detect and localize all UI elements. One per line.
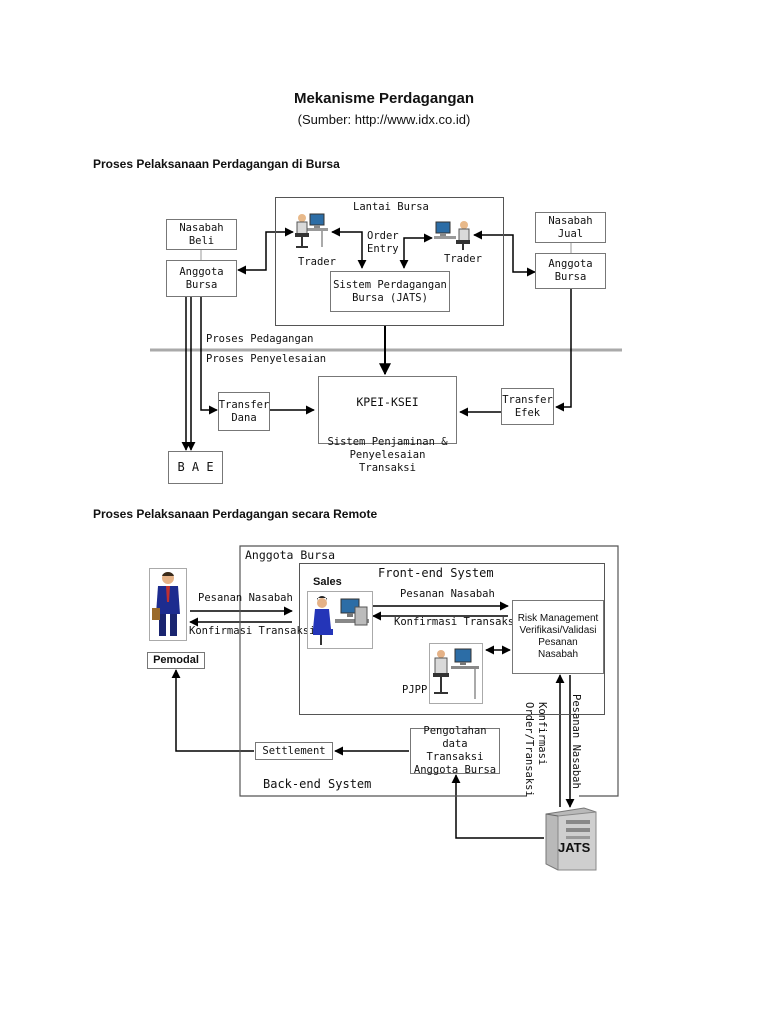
jats-label: JATS (558, 840, 591, 855)
businessman-icon (149, 568, 187, 641)
trader-at-computer-icon (434, 221, 470, 250)
konfirmasi-transaksi-label-2: Konfirmasi Transaksi (394, 616, 521, 628)
order-entry-label: Order Entry (367, 230, 399, 255)
front-end-label: Front-end System (378, 566, 494, 580)
transfer-efek-box: Transfer Efek (501, 388, 554, 425)
risk-management-box: Risk Management Verifikasi/Validasi Pesa… (512, 600, 604, 674)
section1-heading: Proses Pelaksanaan Perdagangan di Bursa (93, 157, 340, 171)
anggota-bursa-frame (239, 545, 619, 797)
pengolahan-box: Pengolahan data Transaksi Anggota Bursa (410, 725, 500, 776)
trader-left-label: Trader (298, 256, 336, 268)
page-title: Mekanisme Perdagangan (293, 90, 475, 107)
pjpp-frame (429, 643, 483, 704)
trader-right-label: Trader (444, 253, 482, 265)
pesanan-nasabah-label-2: Pesanan Nasabah (400, 588, 495, 600)
kpei-ksei-box: KPEI-KSEI Sistem Penjaminan & Penyelesai… (318, 376, 457, 474)
konfirmasi-transaksi-label-1: Konfirmasi Transaksi (189, 625, 316, 637)
pesanan-nasabah-vertical-label: Pesanan Nasabah (570, 694, 582, 789)
section2-heading: Proses Pelaksanaan Perdagangan secara Re… (93, 507, 378, 521)
sales-person-icon (313, 596, 369, 645)
proses-penyelesaian-label: Proses Penyelesaian (206, 353, 327, 365)
proses-pedagangan-label: Proses Pedagangan (206, 333, 314, 345)
anggota-bursa-label: Anggota Bursa (245, 548, 336, 562)
anggota-bursa-left-box: Anggota Bursa (166, 260, 237, 297)
sales-label: Sales (313, 576, 342, 588)
nasabah-beli-box: Nasabah Beli (166, 219, 237, 250)
lantai-bursa-label: Lantai Bursa (353, 201, 429, 213)
front-end-frame (299, 563, 605, 715)
sistem-penjaminan-label: Sistem Penjaminan & Penyelesaian Transak… (327, 436, 448, 474)
pemodal-box: Pemodal (147, 652, 205, 669)
lantai-bursa-frame (275, 197, 504, 326)
anggota-bursa-right-box: Anggota Bursa (535, 253, 606, 289)
kpei-ksei-title: KPEI-KSEI (356, 395, 419, 409)
server-icon (545, 807, 597, 871)
konfirmasi-order-label: Konfirmasi Order/Transaksi (523, 702, 548, 797)
page-source: (Sumber: http://www.idx.co.id) (297, 112, 471, 127)
settlement-box: Settlement (255, 742, 333, 760)
trader-at-computer-icon (295, 213, 328, 248)
sales-frame (307, 591, 373, 649)
pesanan-nasabah-label-1: Pesanan Nasabah (198, 592, 293, 604)
trader-at-computer-icon (433, 648, 479, 699)
transfer-dana-box: Transfer Dana (218, 392, 270, 431)
nasabah-jual-box: Nasabah Jual (535, 212, 606, 243)
pjpp-label: PJPP (402, 684, 428, 696)
bae-box: B A E (168, 451, 223, 484)
back-end-label: Back-end System (263, 777, 372, 791)
jats-box: Sistem Perdagangan Bursa (JATS) (330, 271, 450, 312)
